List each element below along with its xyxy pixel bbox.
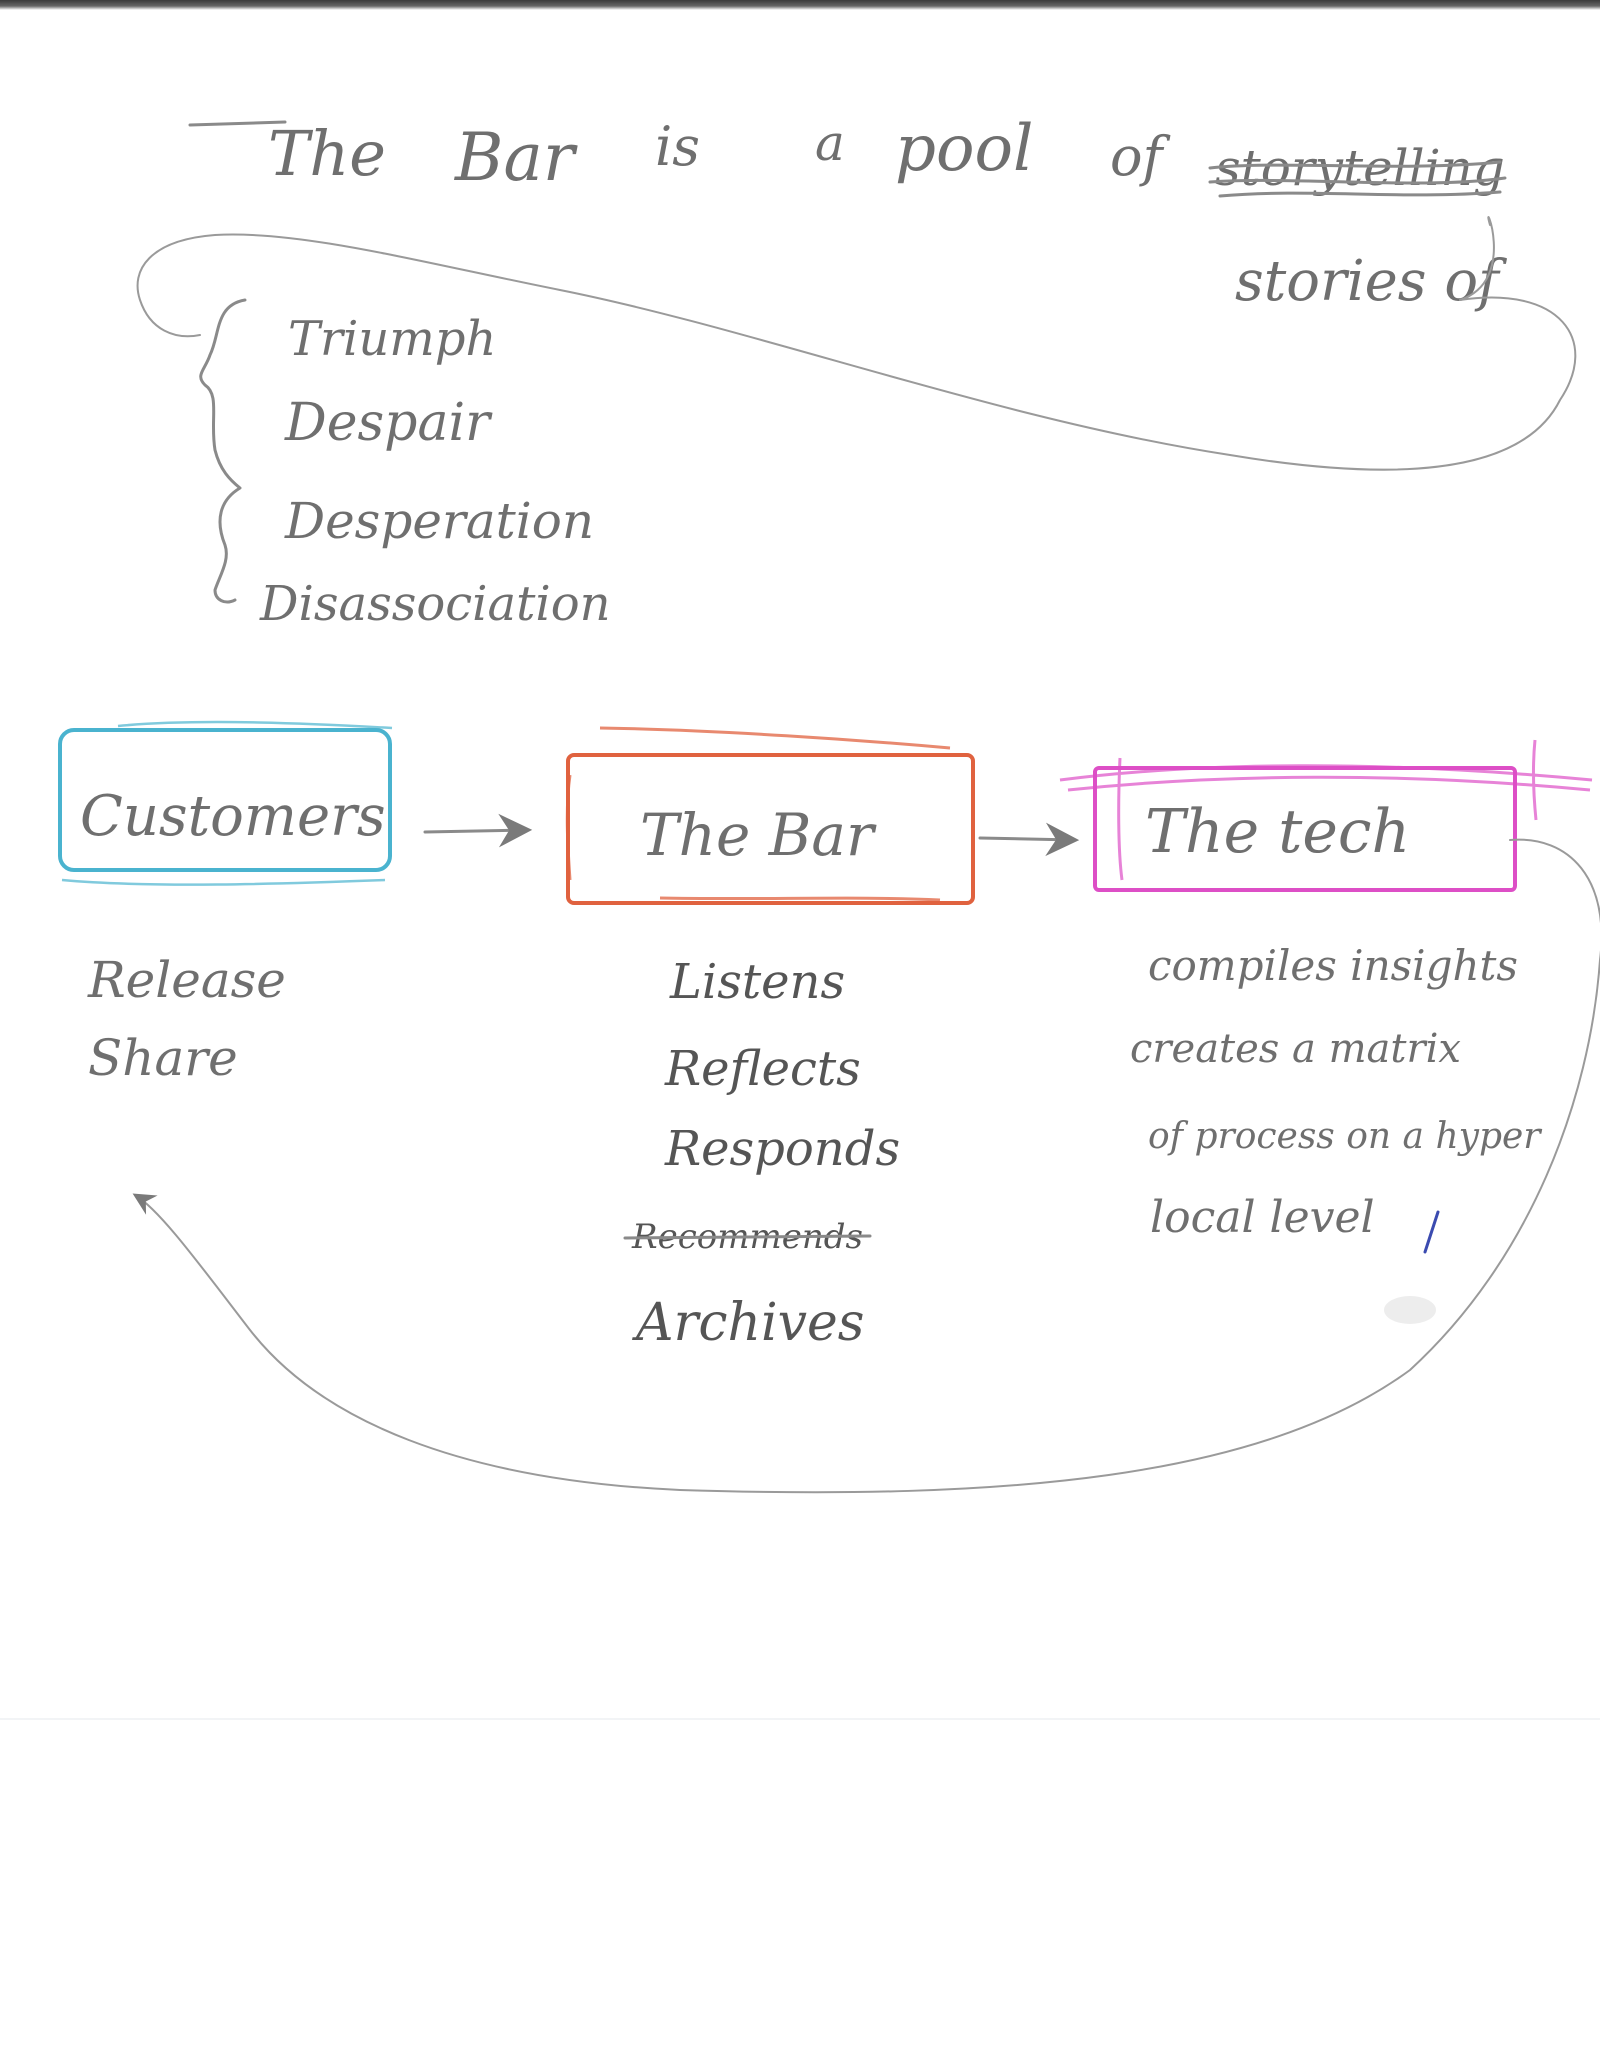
title-word-of: of bbox=[1110, 125, 1171, 188]
node-customers-box-sketch bbox=[61, 720, 393, 886]
story-type-disassociation: Disassociation bbox=[259, 576, 611, 632]
story-type-despair: Despair bbox=[284, 393, 493, 453]
node-the-bar-label: The Bar bbox=[640, 801, 877, 869]
stories-connector-loop bbox=[136, 216, 1577, 471]
title-line-two: stories of bbox=[1235, 249, 1508, 314]
customers-action-share: Share bbox=[88, 1029, 238, 1087]
title-word-is: is bbox=[655, 115, 700, 178]
tech-action-local-level: local level bbox=[1150, 1192, 1375, 1243]
title-word-pool: pool bbox=[895, 112, 1034, 186]
bar-action-listens: Listens bbox=[669, 954, 845, 1010]
title-lead-stroke bbox=[188, 120, 287, 127]
node-customers: Customers Release Share bbox=[58, 720, 393, 1087]
customers-action-release: Release bbox=[87, 951, 286, 1009]
tech-action-process-hyper: of process on a hyper bbox=[1148, 1116, 1542, 1157]
bar-action-reflects: Reflects bbox=[664, 1041, 861, 1097]
paper-bottom-edge bbox=[0, 1718, 1600, 1720]
node-the-tech: The tech compiles insights creates a mat… bbox=[1059, 739, 1593, 1254]
node-customers-box bbox=[58, 728, 392, 872]
node-the-bar-box-sketch bbox=[565, 726, 951, 902]
story-list-bracket bbox=[199, 298, 247, 604]
node-the-tech-box-sketch bbox=[1059, 739, 1593, 881]
ink-mark bbox=[1423, 1210, 1440, 1254]
arrow-bar-to-tech bbox=[978, 822, 1080, 857]
tech-action-compiles-insights: compiles insights bbox=[1148, 941, 1518, 990]
bar-action-responds: Responds bbox=[664, 1121, 900, 1177]
node-the-tech-box bbox=[1093, 766, 1517, 892]
title-struck-word: storytelling bbox=[1215, 139, 1505, 197]
bar-action-recommends-strikeout bbox=[623, 1234, 872, 1240]
bar-action-archives: Archives bbox=[632, 1293, 865, 1353]
node-the-bar: The Bar Listens Reflects Responds Recomm… bbox=[565, 726, 975, 1353]
title-strikeout-scribble bbox=[1208, 160, 1507, 198]
story-type-triumph: Triumph bbox=[288, 311, 496, 367]
scan-edge-line bbox=[0, 0, 1600, 10]
eraser-smudge bbox=[1384, 1296, 1436, 1324]
title-word-the: The bbox=[268, 117, 386, 190]
story-type-list: Triumph Despair Desperation Disassociati… bbox=[259, 311, 611, 632]
node-the-tech-label: The tech bbox=[1145, 797, 1410, 867]
title-word-a: a bbox=[815, 114, 845, 172]
title-word-bar: Bar bbox=[454, 119, 578, 196]
feedback-loop-arrow bbox=[132, 838, 1600, 1494]
story-type-desperation: Desperation bbox=[284, 492, 594, 550]
title-line: The Bar is a pool of storytelling storie… bbox=[268, 112, 1508, 314]
arrow-customers-to-bar bbox=[423, 813, 533, 848]
tech-action-creates-matrix: creates a matrix bbox=[1130, 1026, 1461, 1072]
node-customers-label: Customers bbox=[80, 784, 386, 849]
